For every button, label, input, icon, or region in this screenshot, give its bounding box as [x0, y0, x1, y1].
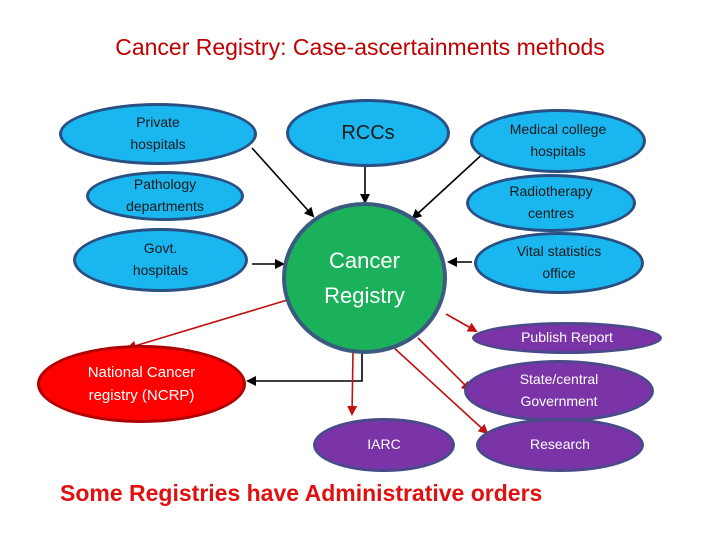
- node-vital-statistics-label: Vital statistics office: [516, 243, 602, 281]
- node-private-hospitals: Private hospitals: [59, 103, 257, 165]
- node-research-label: Research: [530, 436, 590, 453]
- node-radiotherapy-centres: Radiotherapy centres: [466, 174, 636, 232]
- node-publish-report: Publish Report: [472, 322, 662, 354]
- node-private-hospitals-label: Private hospitals: [130, 114, 186, 152]
- node-govt-hospitals-label: Govt. hospitals: [132, 240, 189, 278]
- node-publish-report-label: Publish Report: [521, 329, 613, 346]
- arrow-registry-to-ncrp-red: [126, 297, 295, 351]
- node-rccs: RCCs: [286, 99, 450, 167]
- node-medical-college-hospitals: Medical college hospitals: [470, 109, 646, 173]
- node-pathology-departments: Pathology departments: [86, 171, 244, 221]
- node-govt-hospitals: Govt. hospitals: [73, 228, 248, 292]
- node-cancer-registry: Cancer Registry: [282, 202, 447, 354]
- node-iarc-label: IARC: [367, 436, 401, 453]
- node-medical-college-label: Medical college hospitals: [509, 121, 607, 159]
- node-rccs-label: RCCs: [341, 121, 395, 144]
- node-vital-statistics-office: Vital statistics office: [474, 232, 644, 294]
- node-research: Research: [476, 418, 644, 472]
- diagram-title: Cancer Registry: Case-ascertainments met…: [115, 34, 605, 60]
- node-pathology-label: Pathology departments: [126, 176, 204, 214]
- arrow-registry-to-research: [391, 345, 489, 435]
- arrow-registry-to-ncrp: [246, 352, 363, 386]
- node-state-central-government: State/central Government: [464, 360, 654, 422]
- arrow-medcollege-to-registry: [411, 148, 489, 220]
- node-iarc: IARC: [313, 418, 455, 472]
- node-cancer-registry-label: Cancer Registry: [324, 247, 405, 308]
- arrow-private-to-registry: [251, 147, 315, 218]
- node-state-central-label: State/central Government: [519, 371, 599, 409]
- arrow-registry-to-state: [417, 337, 472, 392]
- node-ncrp: National Cancer registry (NCRP): [37, 345, 246, 423]
- arrow-registry-to-iarc: [347, 352, 358, 416]
- arrow-registry-to-publish: [445, 313, 478, 332]
- node-ncrp-label: National Cancer registry (NCRP): [87, 363, 196, 404]
- footer-note: Some Registries have Administrative orde…: [60, 480, 543, 506]
- node-radiotherapy-label: Radiotherapy centres: [509, 183, 593, 221]
